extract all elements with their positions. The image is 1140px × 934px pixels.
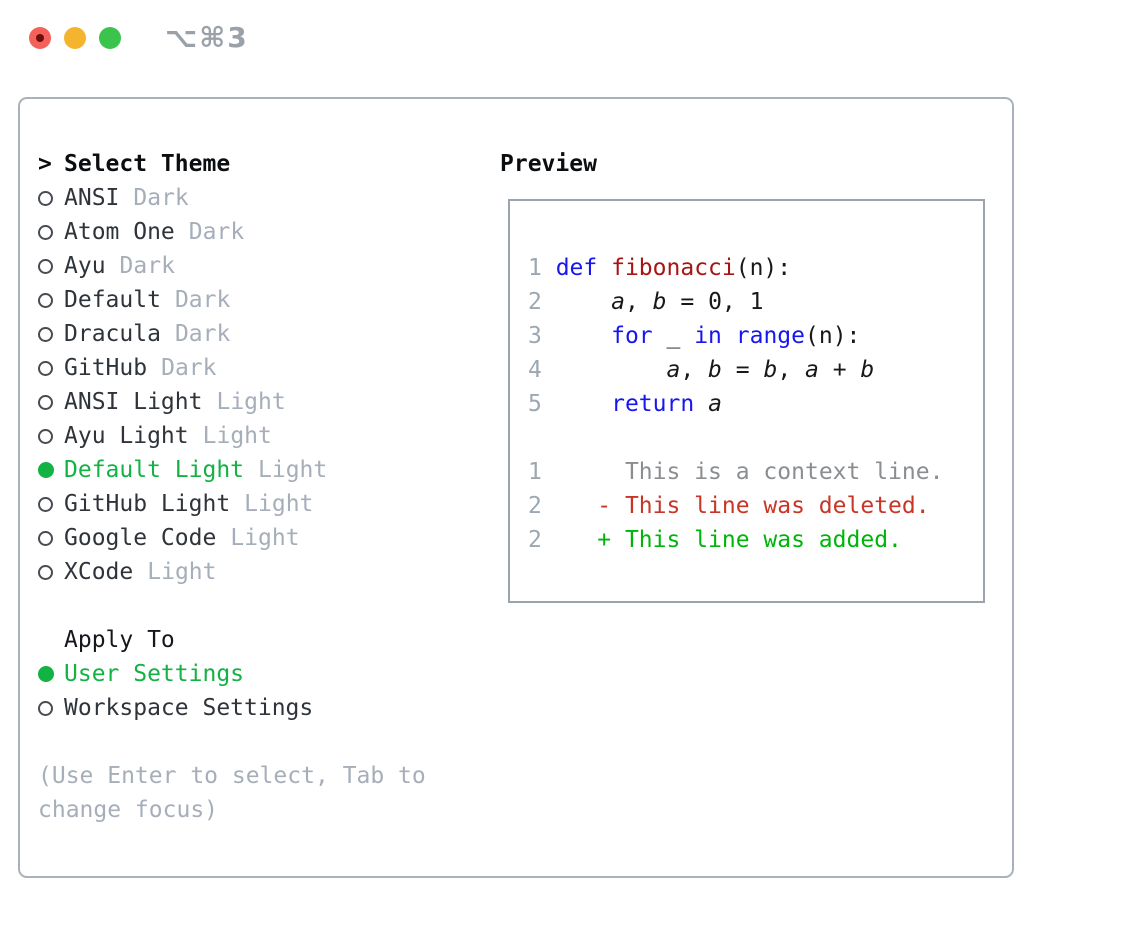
- preview-code-line: 2 a, b = 0, 1: [528, 289, 764, 315]
- focus-caret-icon: >: [38, 151, 52, 177]
- radio-icon: [38, 666, 54, 682]
- preview-column: Preview 1 def fibonacci(n): 2 a, b = 0, 1…: [500, 147, 986, 603]
- window-titlebar: ⌥⌘3: [0, 0, 1140, 97]
- select-theme-header: > Select Theme: [38, 147, 488, 181]
- preview-code-line: 2 - This line was deleted.: [528, 493, 930, 519]
- theme-option-ayu[interactable]: Ayu Dark: [38, 249, 488, 283]
- radio-icon: [38, 326, 53, 342]
- theme-selector-panel: > Select Theme ANSI Dark Atom One Dark A…: [18, 97, 1014, 878]
- preview-code-line: 2 + This line was added.: [528, 527, 902, 553]
- preview-code-line: 1 def fibonacci(n):: [528, 255, 792, 281]
- radio-icon: [38, 190, 53, 206]
- apply-to-header: Apply To: [38, 623, 488, 657]
- preview-title: Preview: [500, 151, 597, 177]
- preview-code-line: [528, 421, 983, 455]
- theme-option-github[interactable]: GitHub Dark: [38, 351, 488, 385]
- radio-icon: [38, 394, 53, 410]
- radio-icon: [38, 530, 53, 546]
- select-theme-header-label: Select Theme: [64, 151, 231, 177]
- preview-code: 1 def fibonacci(n): 2 a, b = 0, 1 3 for _ …: [528, 251, 983, 557]
- theme-option-github-light[interactable]: GitHub Light Light: [38, 487, 488, 521]
- hint-text: (Use Enter to select, Tab to change focu…: [38, 763, 426, 823]
- theme-option-xcode[interactable]: XCode Light: [38, 555, 488, 589]
- preview-code-line: 4 a, b = b, a + b: [528, 357, 875, 383]
- theme-list-column: > Select Theme ANSI Dark Atom One Dark A…: [38, 147, 488, 827]
- radio-icon: [38, 462, 54, 478]
- apply-to-section: Apply To User Settings Workspace Setting…: [38, 623, 488, 725]
- theme-option-google-code[interactable]: Google Code Light: [38, 521, 488, 555]
- apply-to-options-list: User Settings Workspace Settings: [38, 657, 488, 725]
- theme-option-dracula[interactable]: Dracula Dark: [38, 317, 488, 351]
- preview-code-line: 1 This is a context line.: [528, 459, 944, 485]
- theme-option-default-light[interactable]: Default Light Light: [38, 453, 488, 487]
- radio-icon: [38, 224, 53, 240]
- preview-box: 1 def fibonacci(n): 2 a, b = 0, 1 3 for _ …: [508, 199, 985, 603]
- theme-options-list: ANSI Dark Atom One Dark Ayu Dark Default…: [38, 181, 488, 589]
- radio-icon: [38, 258, 53, 274]
- close-button[interactable]: [29, 27, 51, 49]
- radio-icon: [38, 360, 53, 376]
- apply-to-header-label: Apply To: [64, 627, 175, 653]
- theme-option-ayu-light[interactable]: Ayu Light Light: [38, 419, 488, 453]
- radio-icon: [38, 700, 53, 716]
- window-title: ⌥⌘3: [165, 21, 249, 54]
- radio-icon: [38, 496, 53, 512]
- radio-icon: [38, 292, 53, 308]
- theme-option-atom-one[interactable]: Atom One Dark: [38, 215, 488, 249]
- zoom-button[interactable]: [99, 27, 121, 49]
- apply-option-workspace-settings[interactable]: Workspace Settings: [38, 691, 488, 725]
- preview-code-line: 5 return a: [528, 391, 722, 417]
- theme-option-default[interactable]: Default Dark: [38, 283, 488, 317]
- radio-icon: [38, 428, 53, 444]
- radio-icon: [38, 564, 53, 580]
- theme-option-ansi[interactable]: ANSI Dark: [38, 181, 488, 215]
- preview-code-line: 3 for _ in range(n):: [528, 323, 861, 349]
- theme-option-ansi-light[interactable]: ANSI Light Light: [38, 385, 488, 419]
- minimize-button[interactable]: [64, 27, 86, 49]
- apply-option-user-settings[interactable]: User Settings: [38, 657, 488, 691]
